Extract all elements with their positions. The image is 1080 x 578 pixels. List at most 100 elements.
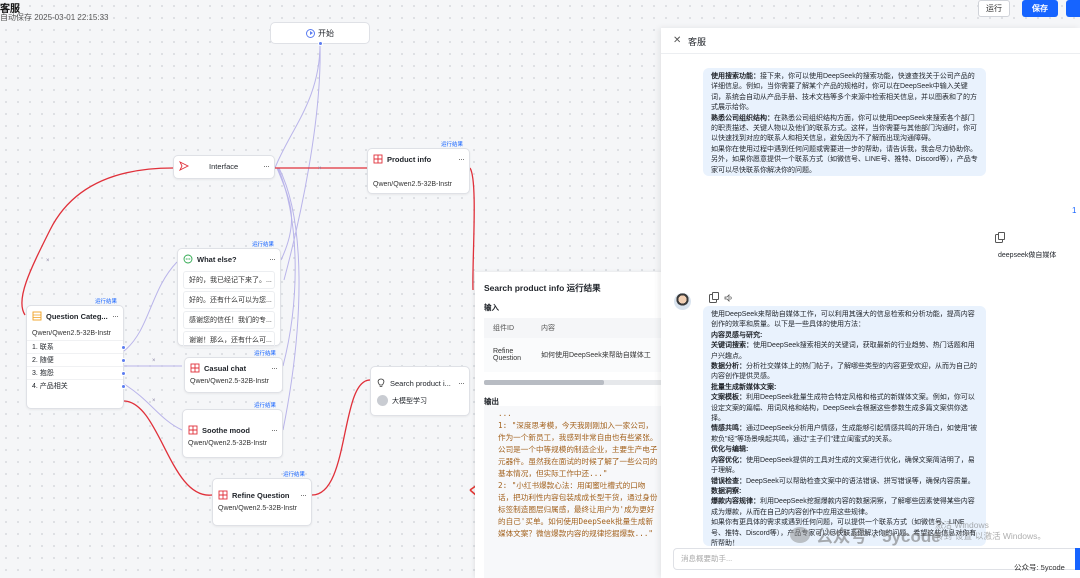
output-handle[interactable] <box>318 41 323 46</box>
chat-icon <box>183 254 193 264</box>
category-handle[interactable] <box>121 371 126 376</box>
search-product-node[interactable]: Search product i... ··· 大模型学习 <box>370 366 470 416</box>
save-button[interactable]: 保存 <box>1022 0 1058 17</box>
question-category-node[interactable]: 运行结果 Question Categ... ··· Qwen/Qwen2.5-… <box>26 299 126 409</box>
interface-node[interactable]: Interface ··· <box>173 155 275 179</box>
close-icon[interactable]: ✕ <box>673 35 682 46</box>
wechat-logo-icon <box>790 526 810 543</box>
run-result-link[interactable]: 运行结果 <box>94 299 117 305</box>
run-button[interactable]: 运行 <box>978 0 1010 17</box>
run-result-link[interactable]: 运行结果 <box>251 242 274 248</box>
message-paragraph: 熟悉公司组织结构：在熟悉公司组织结构方面，你可以使用DeepSeek来搜索各个部… <box>711 114 977 143</box>
send-icon <box>179 161 189 171</box>
message-paragraph: 情感共鸣：通过DeepSeek分析用户情感，生成能够引起情感共鸣的开场白，如使用… <box>711 425 978 443</box>
run-result-link[interactable]: 运行结果 <box>253 403 276 409</box>
run-results-panel: Search product info 运行结果 输入 组件ID 内容 Refi… <box>475 272 665 578</box>
watermark-text: 公众号 · 5ycode <box>816 527 941 546</box>
chat-messages: 使用搜索功能：接下来，你可以使用DeepSeek的搜索功能，快速查找关于公司产品… <box>661 54 1080 546</box>
node-title: Soothe mood <box>202 425 250 435</box>
category-row[interactable]: 2. 随便 <box>27 353 126 366</box>
message-option[interactable]: 谢谢！那么，还有什么可... <box>183 331 275 349</box>
category-handle[interactable] <box>121 384 126 389</box>
what-else-node[interactable]: 运行结果 What else? ··· 好的，我已经记下来了。... 好的。还有… <box>177 242 281 349</box>
cell-content: 如何使用DeepSeek来帮助自媒体工 <box>532 338 665 372</box>
activation-line: 转到"设置"以激活 Windows。 <box>935 531 1046 541</box>
product-info-node[interactable]: 运行结果 Product info ··· Qwen/Qwen2.5-32B-I… <box>367 142 470 194</box>
category-label: 2. 随便 <box>32 357 54 364</box>
message-paragraph: 数据分析：分析社交媒体上的热门帖子，了解哪些类型的内容更受欢迎，从而为自己的内容… <box>711 363 977 381</box>
category-handle[interactable] <box>121 345 126 350</box>
node-title: Product info <box>387 154 432 164</box>
category-label: 1. 联系 <box>32 344 54 351</box>
grid-icon <box>188 425 198 435</box>
node-header: Question Categ... ··· <box>27 306 123 326</box>
kb-avatar-icon <box>377 395 388 406</box>
category-row[interactable]: 4. 产品相关 <box>27 379 126 392</box>
grid-icon <box>190 363 200 373</box>
node-header: Interface ··· <box>174 156 274 176</box>
category-handle[interactable] <box>121 358 126 363</box>
top-bar: 客服 自动保存 2025-03-01 22:15:33 运行 保存 <box>0 0 1080 24</box>
more-icon[interactable]: ··· <box>300 490 307 500</box>
watermark: 公众号 · 5ycode <box>790 522 941 547</box>
autosave-status: 自动保存 2025-03-01 22:15:33 <box>0 13 109 22</box>
assistant-message: 使用DeepSeek来帮助自媒体工作，可以利用其强大的信息检索和分析功能，提高内… <box>703 306 986 546</box>
start-node[interactable]: 开始 <box>270 22 370 46</box>
list-icon <box>32 311 42 321</box>
copy-icon[interactable] <box>709 292 719 303</box>
activation-notice: 激活 Windows 转到"设置"以激活 Windows。 <box>935 520 1046 542</box>
start-label: 开始 <box>318 28 334 38</box>
message-option[interactable]: 感谢您的信任！我们的专... <box>183 311 275 329</box>
more-icon[interactable]: ··· <box>269 254 276 264</box>
node-header: Search product i... ··· <box>371 373 469 393</box>
more-icon[interactable]: ··· <box>271 425 278 435</box>
run-result-link[interactable]: 运行结果 <box>253 351 276 357</box>
model-name: Qwen/Qwen2.5-32B-Instr <box>373 181 452 188</box>
message-paragraph: 爆款内容规律：利用DeepSeek挖掘爆款内容的数据洞察，了解哪些因素使得某些内… <box>711 498 975 516</box>
avatar <box>674 293 691 310</box>
input-table: 组件ID 内容 Refine Question 如何使用DeepSeek来帮助自… <box>484 318 665 372</box>
node-title: What else? <box>197 254 237 264</box>
message-paragraph: 数据洞察: <box>711 487 742 495</box>
category-label: 3. 抱怨 <box>32 370 54 377</box>
node-header: Casual chat ··· <box>185 358 282 378</box>
message-paragraph: 内容优化：使用DeepSeek提供的工具对生成的文案进行优化，确保文案简洁明了，… <box>711 456 975 475</box>
message-paragraph: 文案模板：利用DeepSeek批量生成符合特定风格和格式的新媒体文案。例如，你可… <box>711 394 975 423</box>
more-icon[interactable]: ··· <box>112 311 119 321</box>
node-header: Soothe mood ··· <box>183 420 282 440</box>
message-paragraph: 内容灵感与研究: <box>711 331 763 339</box>
bulb-icon <box>377 378 385 387</box>
category-row[interactable]: 1. 联系 <box>27 340 126 353</box>
casual-chat-node[interactable]: 运行结果 Casual chat ··· Qwen/Qwen2.5-32B-In… <box>184 351 283 393</box>
message-paragraph: 关键词搜索：使用DeepSeek搜索相关的关键词，获取最新的行业趋势、热门话题和… <box>711 342 975 360</box>
more-icon[interactable]: ··· <box>271 363 278 373</box>
more-icon[interactable]: ··· <box>458 154 465 164</box>
chat-title: 客服 <box>688 37 707 47</box>
output-json: ... 1: "深度思考模，今天我刚刚加入一家公司，作为一个新员工，我感到非常自… <box>484 406 665 578</box>
message-option[interactable]: 好的，我已经记下来了。... <box>183 271 275 289</box>
table-row: Refine Question 如何使用DeepSeek来帮助自媒体工 <box>484 338 665 372</box>
message-paragraph: 批量生成新媒体文案: <box>711 383 777 391</box>
assistant-message: 使用搜索功能：接下来，你可以使用DeepSeek的搜索功能，快速查找关于公司产品… <box>703 68 986 176</box>
panel-edge-tag: 1 <box>1072 206 1077 215</box>
results-title: Search product info 运行结果 <box>484 283 601 293</box>
send-button[interactable] <box>1075 548 1080 570</box>
more-icon[interactable]: ··· <box>263 161 270 171</box>
model-name: Qwen/Qwen2.5-32B-Instr <box>188 440 267 447</box>
speaker-icon[interactable] <box>724 294 733 302</box>
credit-text: 公众号: 5ycode <box>1014 563 1065 572</box>
message-option[interactable]: 好的。还有什么可以为您... <box>183 291 275 309</box>
soothe-mood-node[interactable]: 运行结果 Soothe mood ··· Qwen/Qwen2.5-32B-In… <box>182 403 283 458</box>
more-icon[interactable]: ··· <box>458 378 465 388</box>
run-result-link[interactable]: 运行结果 <box>282 472 305 478</box>
copy-icon[interactable] <box>995 232 1005 243</box>
table-header-row: 组件ID 内容 <box>484 318 665 338</box>
horizontal-scrollbar[interactable] <box>484 380 665 385</box>
more-button[interactable] <box>1066 0 1080 17</box>
run-result-link[interactable]: 运行结果 <box>440 142 463 148</box>
message-paragraph: 使用DeepSeek来帮助自媒体工作，可以利用其强大的信息检索和分析功能，提高内… <box>711 311 975 329</box>
refine-question-node[interactable]: 运行结果 Refine Question ··· Qwen/Qwen2.5-32… <box>212 472 312 526</box>
category-row[interactable]: 3. 抱怨 <box>27 366 126 379</box>
kb-name: 大模型学习 <box>392 397 427 405</box>
node-title: Refine Question <box>232 490 290 500</box>
